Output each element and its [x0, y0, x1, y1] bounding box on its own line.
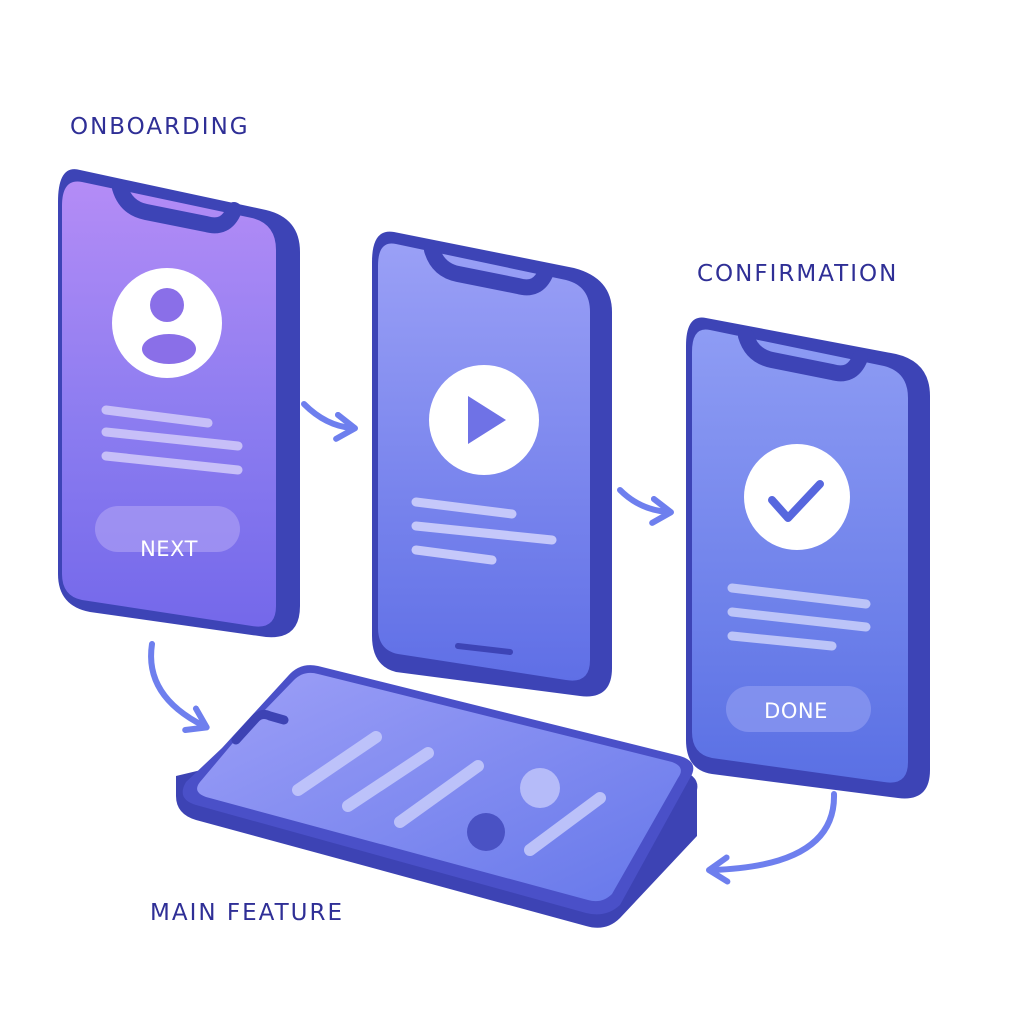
- confirmation-screen: [692, 329, 908, 783]
- user-icon: [112, 268, 222, 378]
- video-text-lines: [411, 497, 557, 565]
- flow-arrows: [148, 401, 838, 885]
- next-button[interactable]: NEXT: [95, 506, 240, 561]
- arrow-video-to-confirmation: [617, 487, 674, 526]
- onboarding-phone: NEXT: [58, 169, 300, 638]
- play-icon: [429, 365, 539, 475]
- main-feature-phone: [176, 665, 698, 928]
- checkmark-icon: [744, 444, 850, 550]
- confirmation-label: CONFIRMATION: [697, 261, 899, 287]
- feature-dot-light: [520, 768, 560, 808]
- onboarding-label: ONBOARDING: [70, 114, 250, 140]
- arrow-onboarding-to-main-feature: [148, 641, 210, 734]
- feature-dot-dark: [467, 813, 505, 851]
- onboarding-text-lines: [101, 405, 243, 475]
- video-phone: [372, 231, 612, 697]
- arrow-confirmation-to-main-feature: [706, 791, 838, 885]
- done-button[interactable]: DONE: [726, 686, 871, 732]
- done-button-label: DONE: [764, 699, 828, 723]
- next-button-label: NEXT: [140, 537, 198, 561]
- home-indicator: [455, 643, 513, 655]
- confirmation-phone: DONE: [686, 317, 930, 799]
- confirmation-text-lines: [727, 583, 871, 651]
- main-feature-label: MAIN FEATURE: [150, 900, 344, 926]
- arrow-onboarding-to-video: [301, 401, 358, 442]
- content-lines: [292, 731, 606, 856]
